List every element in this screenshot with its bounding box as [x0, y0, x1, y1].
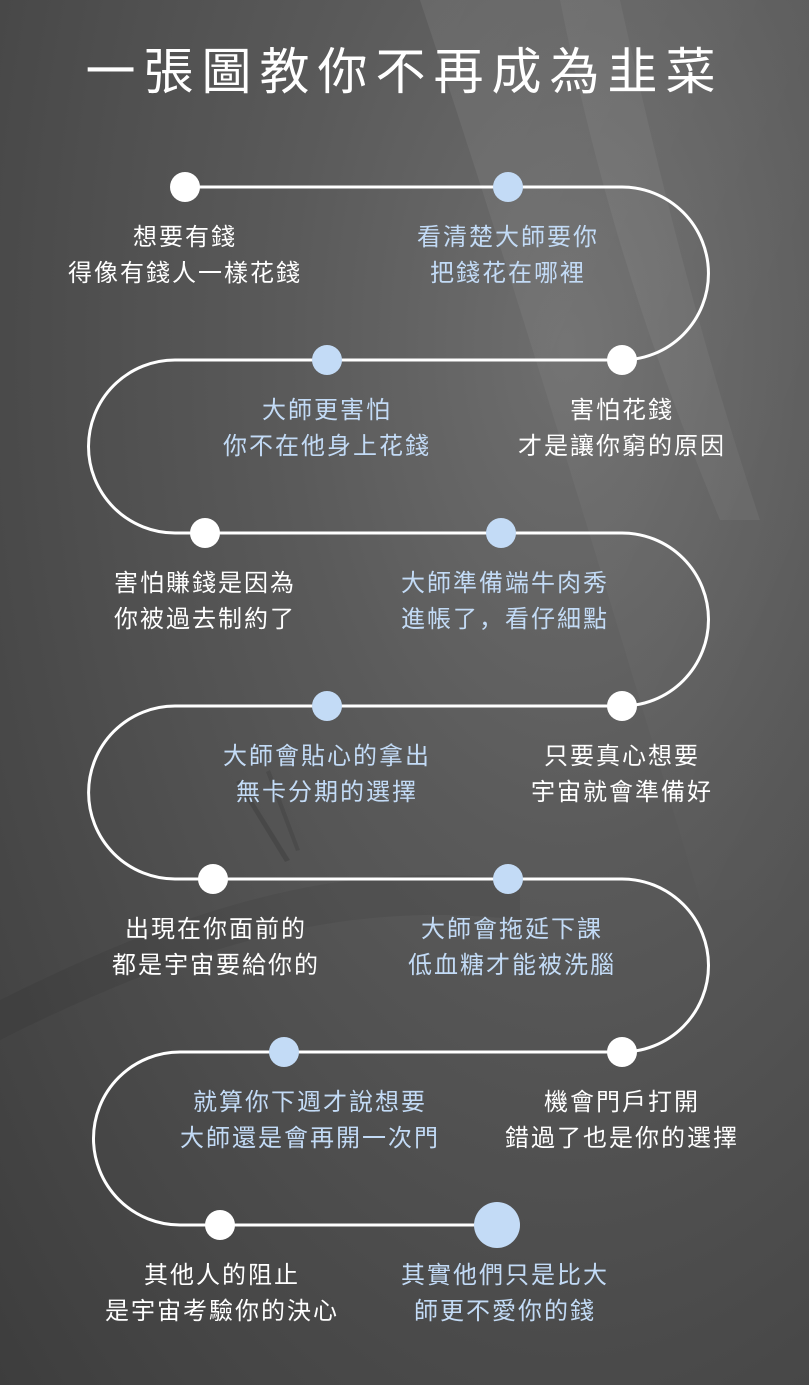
- step-node: [493, 172, 523, 202]
- step-node: [205, 1210, 235, 1240]
- step-label: 就算你下週才說想要 大師還是會再開一次門: [180, 1084, 440, 1156]
- step-label: 其他人的阻止 是宇宙考驗你的決心: [105, 1257, 339, 1329]
- step-label: 害怕花錢 才是讓你窮的原因: [518, 392, 726, 464]
- step-label-line: 你不在他身上花錢: [223, 432, 431, 460]
- step-label: 害怕賺錢是因為 你被過去制約了: [114, 565, 296, 637]
- step-label: 只要真心想要 宇宙就會準備好: [531, 738, 713, 810]
- step-label-line: 得像有錢人一樣花錢: [68, 259, 302, 287]
- step-label-line: 宇宙就會準備好: [531, 778, 713, 806]
- step-node: [170, 172, 200, 202]
- step-label: 出現在你面前的 都是宇宙要給你的: [112, 911, 320, 983]
- step-node: [312, 345, 342, 375]
- step-label: 看清楚大師要你 把錢花在哪裡: [417, 219, 599, 291]
- step-node: [198, 864, 228, 894]
- step-label-line: 大師準備端牛肉秀: [401, 569, 609, 597]
- step-node: [486, 518, 516, 548]
- step-label-line: 你被過去制約了: [114, 605, 296, 633]
- step-label-line: 是宇宙考驗你的決心: [105, 1297, 339, 1325]
- step-label: 想要有錢 得像有錢人一樣花錢: [68, 219, 302, 291]
- step-label-line: 其實他們只是比大: [401, 1261, 609, 1289]
- step-node: [493, 864, 523, 894]
- step-label: 機會門戶打開 錯過了也是你的選擇: [505, 1084, 739, 1156]
- step-label-line: 想要有錢: [133, 223, 237, 251]
- step-label: 其實他們只是比大 師更不愛你的錢: [401, 1257, 609, 1329]
- step-label: 大師準備端牛肉秀 進帳了，看仔細點: [401, 565, 609, 637]
- step-label-line: 無卡分期的選擇: [236, 778, 418, 806]
- step-label-line: 害怕花錢: [570, 396, 674, 424]
- page-title: 一張圖教你不再成為韭菜: [85, 43, 724, 101]
- step-label-line: 大師更害怕: [262, 396, 392, 424]
- step-label-line: 才是讓你窮的原因: [518, 432, 726, 460]
- serpentine-line: [87, 185, 710, 1227]
- step-label: 大師會貼心的拿出 無卡分期的選擇: [223, 738, 431, 810]
- step-label-line: 師更不愛你的錢: [414, 1297, 596, 1325]
- step-node: [607, 1037, 637, 1067]
- final-step-node: [474, 1202, 520, 1248]
- step-label-line: 大師會貼心的拿出: [223, 742, 431, 770]
- step-label-line: 其他人的阻止: [144, 1261, 300, 1289]
- step-label-line: 機會門戶打開: [544, 1088, 700, 1116]
- step-label-line: 大師會拖延下課: [421, 915, 603, 943]
- step-label-line: 錯過了也是你的選擇: [505, 1124, 739, 1152]
- step-label-line: 低血糖才能被洗腦: [408, 951, 616, 979]
- step-label: 大師會拖延下課 低血糖才能被洗腦: [408, 911, 616, 983]
- step-node: [312, 691, 342, 721]
- step-node: [607, 691, 637, 721]
- step-label-line: 就算你下週才說想要: [193, 1088, 427, 1116]
- step-label-line: 看清楚大師要你: [417, 223, 599, 251]
- step-label-line: 大師還是會再開一次門: [180, 1124, 440, 1152]
- step-label-line: 都是宇宙要給你的: [112, 951, 320, 979]
- step-label: 大師更害怕 你不在他身上花錢: [223, 392, 431, 464]
- step-label-line: 進帳了，看仔細點: [401, 605, 609, 633]
- step-node: [269, 1037, 299, 1067]
- step-node: [607, 345, 637, 375]
- step-label-line: 只要真心想要: [544, 742, 700, 770]
- step-label-line: 害怕賺錢是因為: [114, 569, 296, 597]
- step-label-line: 把錢花在哪裡: [430, 259, 586, 287]
- step-node: [190, 518, 220, 548]
- step-label-line: 出現在你面前的: [125, 915, 307, 943]
